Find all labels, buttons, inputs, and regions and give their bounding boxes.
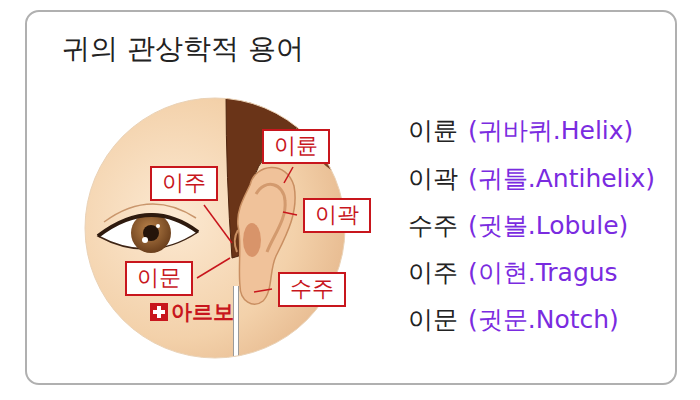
callout-text: 이곽	[315, 201, 359, 230]
term-row: 이곽 (귀틀.Antihelix)	[408, 162, 655, 195]
term-row: 수주 (귓볼.Lobule)	[408, 209, 628, 242]
callout-text: 이주	[162, 169, 206, 198]
callout-text: 이문	[137, 264, 181, 293]
term-meaning: (귓문.Notch)	[468, 303, 619, 336]
term-name: 수주	[408, 209, 458, 242]
callout-box: 이문	[125, 261, 193, 296]
callout-box: 이륜	[262, 129, 330, 164]
term-name: 이문	[408, 303, 458, 336]
logo-text: 아르보	[171, 302, 234, 323]
term-row: 이륜 (귀바퀴.Helix)	[408, 114, 633, 147]
term-name: 이주	[408, 256, 458, 289]
callout-text: 수주	[290, 275, 334, 304]
diagram-title: 귀의 관상학적 용어	[62, 30, 304, 68]
term-row: 이주 (이현.Tragus	[408, 256, 618, 289]
callout-box: 이곽	[303, 198, 371, 233]
callout-box: 수주	[278, 272, 346, 307]
callout-box: 이주	[150, 166, 218, 201]
term-meaning: (귓볼.Lobule)	[468, 209, 628, 242]
logo-icon	[150, 303, 168, 321]
term-meaning: (귀바퀴.Helix)	[468, 114, 633, 147]
term-meaning: (이현.Tragus	[468, 256, 618, 289]
term-meaning: (귀틀.Antihelix)	[468, 162, 655, 195]
callout-text: 이륜	[274, 132, 318, 161]
term-name: 이곽	[408, 162, 458, 195]
term-name: 이륜	[408, 114, 458, 147]
term-row: 이문 (귓문.Notch)	[408, 303, 619, 336]
